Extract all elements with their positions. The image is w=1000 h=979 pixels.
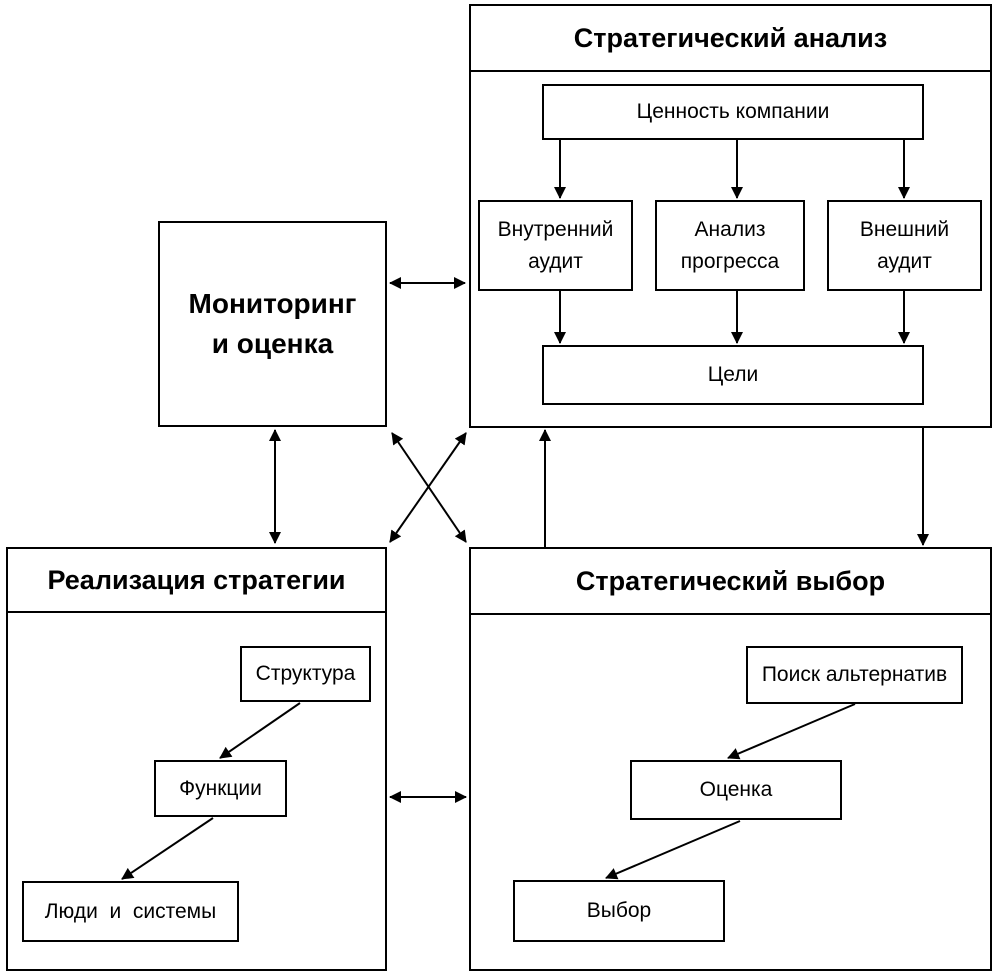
arrow-implementation-analysis: [389, 432, 467, 543]
functions-box: Функции: [154, 760, 287, 817]
arrow-monitoring-choice: [391, 432, 467, 543]
company-value-box: Ценность компании: [542, 84, 924, 140]
internal-audit-box: Внутренний аудит: [478, 200, 633, 291]
strategic-choice-title: Стратегический выбор: [471, 549, 990, 615]
monitoring-title: Мониторинг и оценка: [188, 288, 357, 359]
progress-analysis-box: Анализ прогресса: [655, 200, 805, 291]
strategy-implementation-title: Реализация стратегии: [8, 549, 385, 613]
strategic-analysis-title: Стратегический анализ: [471, 6, 990, 72]
evaluation-box: Оценка: [630, 760, 842, 820]
selection-box: Выбор: [513, 880, 725, 942]
search-alternatives-box: Поиск альтернатив: [746, 646, 963, 704]
monitoring-block: Мониторинг и оценка: [158, 221, 387, 427]
people-systems-box: Люди и системы: [22, 881, 239, 942]
structure-box: Структура: [240, 646, 371, 702]
external-audit-box: Внешний аудит: [827, 200, 982, 291]
goals-box: Цели: [542, 345, 924, 405]
